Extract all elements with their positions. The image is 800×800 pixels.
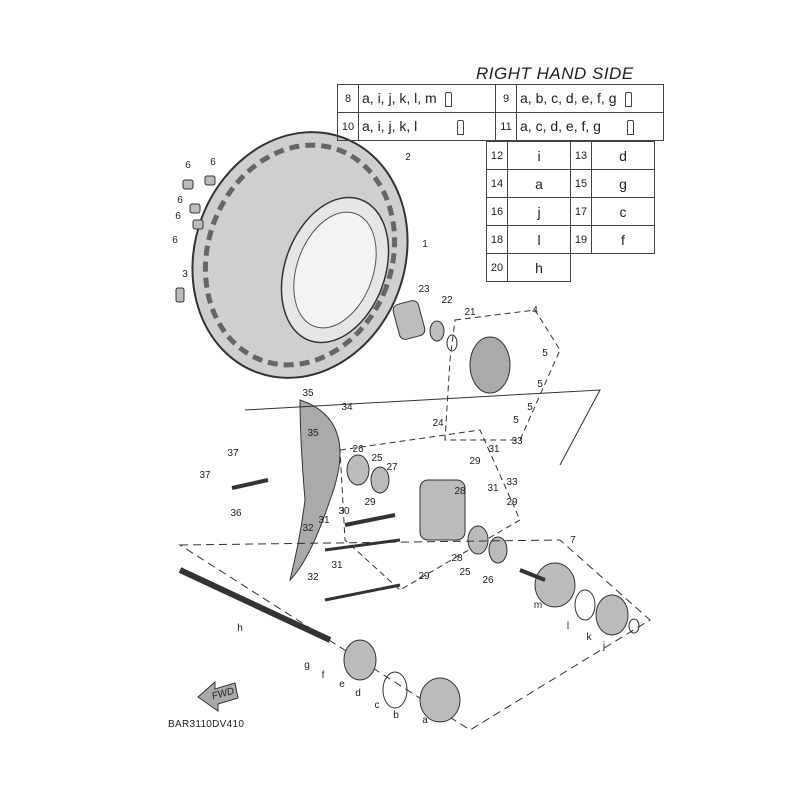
callout-k: k	[587, 632, 593, 643]
callout-27: 27	[386, 462, 398, 473]
diagram-code: BAR3110DV410	[168, 719, 245, 730]
callout-36: 36	[230, 508, 242, 519]
callout-33: 33	[511, 436, 523, 447]
part-letter: g	[591, 169, 655, 198]
part-letter: f	[591, 225, 655, 254]
callout-e: e	[339, 679, 345, 690]
callout-l: l	[567, 621, 569, 632]
callout-25: 25	[371, 453, 383, 464]
callout-6: 6	[172, 235, 178, 246]
callout-m: m	[534, 600, 542, 611]
callout-4: 4	[532, 305, 538, 316]
kit-table: 8 a, i, j, k, l, m 9 a, b, c, d, e, f, g…	[337, 84, 664, 141]
kit-parts: a, i, j, k, l	[358, 112, 496, 141]
part-number: 16	[486, 197, 508, 226]
callout-2: 2	[405, 152, 411, 163]
part-letter: i	[507, 141, 571, 170]
callout-32: 32	[307, 572, 319, 583]
kit-number: 8	[337, 84, 359, 113]
callout-32: 32	[302, 523, 314, 534]
callout-35: 35	[307, 428, 319, 439]
callout-26: 26	[352, 444, 364, 455]
kit-parts: a, i, j, k, l, m	[358, 84, 496, 113]
callout-21: 21	[464, 307, 476, 318]
callout-j: j	[602, 641, 605, 652]
callout-5: 5	[513, 415, 519, 426]
callout-f: f	[322, 670, 325, 681]
callout-28: 28	[451, 553, 463, 564]
callout-c: c	[375, 700, 380, 711]
part-number: 17	[570, 197, 592, 226]
callout-6: 6	[177, 195, 183, 206]
kit-number: 9	[495, 84, 517, 113]
part-number: 13	[570, 141, 592, 170]
grease-icon	[457, 119, 465, 135]
callout-29: 29	[418, 571, 430, 582]
callout-5: 5	[542, 348, 548, 359]
part-letter: d	[591, 141, 655, 170]
callout-31: 31	[331, 560, 343, 571]
part-number: 19	[570, 225, 592, 254]
callout-37: 37	[227, 448, 239, 459]
grease-icon	[444, 91, 452, 107]
part-letter: c	[591, 197, 655, 226]
part-letter: l	[507, 225, 571, 254]
callout-29: 29	[364, 497, 376, 508]
callout-6: 6	[185, 160, 191, 171]
part-letter: h	[507, 253, 571, 282]
part-number: 14	[486, 169, 508, 198]
grease-icon	[626, 119, 634, 135]
callout-37: 37	[199, 470, 211, 481]
callout-b: b	[393, 710, 399, 721]
callout-33: 33	[506, 477, 518, 488]
callout-5: 5	[537, 379, 543, 390]
callout-a: a	[422, 715, 428, 726]
drive-shaft	[178, 539, 651, 731]
callout-3: 3	[182, 269, 188, 280]
callout-29: 29	[506, 497, 518, 508]
kit-number: 10	[337, 112, 359, 141]
callout-6: 6	[175, 211, 181, 222]
callout-31: 31	[318, 515, 330, 526]
callout-d: d	[355, 688, 361, 699]
grease-icon	[624, 91, 632, 107]
callout-30: 30	[338, 506, 350, 517]
part-letter: j	[507, 197, 571, 226]
part-letter: a	[507, 169, 571, 198]
callout-35: 35	[302, 388, 314, 399]
callout-28: 28	[454, 486, 466, 497]
kit-number: 11	[495, 112, 517, 141]
callout-31: 31	[488, 444, 500, 455]
callout-24: 24	[432, 418, 444, 429]
part-number: 12	[486, 141, 508, 170]
part-number: 20	[486, 253, 508, 282]
callout-26: 26	[482, 575, 494, 586]
callout-23: 23	[418, 284, 430, 295]
callout-25: 25	[459, 567, 471, 578]
callout-29: 29	[469, 456, 481, 467]
callout-5: 5	[527, 402, 533, 413]
kit-parts: a, c, d, e, f, g	[516, 112, 664, 141]
wheel-nuts	[175, 175, 216, 303]
kit-parts: a, b, c, d, e, f, g	[516, 84, 664, 113]
hub-assembly	[392, 300, 561, 441]
tire	[191, 131, 409, 379]
brake-disc	[244, 389, 601, 582]
side-title: RIGHT HAND SIDE	[476, 64, 634, 83]
callout-h: h	[237, 623, 243, 634]
callout-g: g	[304, 660, 310, 671]
fwd-arrow: FWD	[197, 680, 239, 712]
knuckle-assembly	[231, 429, 521, 602]
part-number: 18	[486, 225, 508, 254]
callout-31: 31	[487, 483, 499, 494]
callout-6: 6	[210, 157, 216, 168]
callout-1: 1	[422, 239, 428, 250]
callout-34: 34	[341, 402, 353, 413]
callout-7: 7	[570, 535, 576, 546]
part-number: 15	[570, 169, 592, 198]
callout-22: 22	[441, 295, 453, 306]
